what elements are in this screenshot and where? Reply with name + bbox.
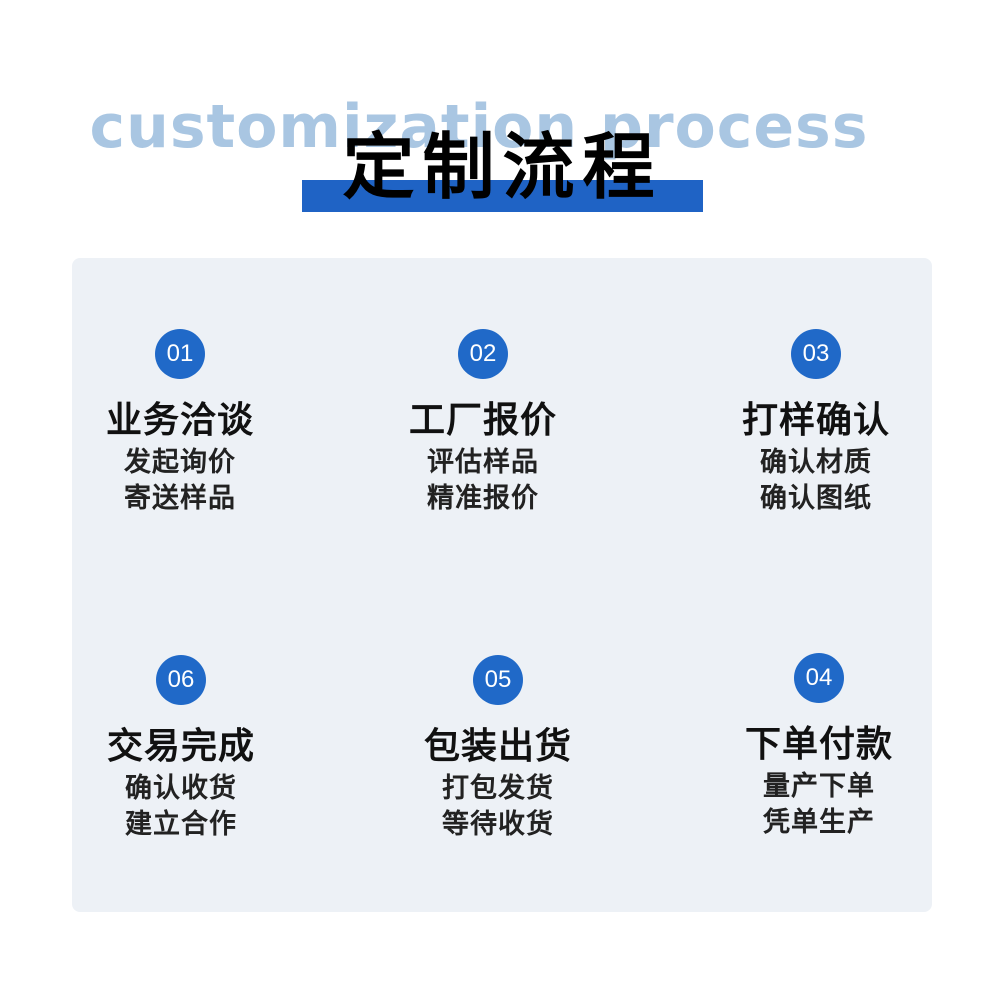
step-title: 包装出货 [423,726,572,767]
step-detail: 确认材质 [760,447,872,478]
step-title: 工厂报价 [408,400,557,441]
step-detail: 精准报价 [427,483,539,514]
step-number-badge: 04 [794,653,844,703]
step-title: 业务洽谈 [105,400,254,441]
background-english-title: customization process [89,92,869,162]
step-detail: 评估样品 [427,447,539,478]
step-number-badge: 03 [791,329,841,379]
step-transaction-complete: 06 交易完成 确认收货 建立合作 [61,655,301,843]
step-detail: 凭单生产 [763,807,875,838]
step-detail: 发起询价 [124,447,236,478]
step-order-payment: 04 下单付款 量产下单 凭单生产 [699,653,939,841]
step-number-badge: 01 [155,329,205,379]
step-detail: 确认收货 [125,773,237,804]
step-packing-shipping: 05 包装出货 打包发货 等待收货 [378,655,618,843]
step-business-negotiation: 01 业务洽谈 发起询价 寄送样品 [60,329,300,517]
step-number-badge: 02 [458,329,508,379]
step-title: 交易完成 [106,726,255,767]
step-detail: 建立合作 [125,809,237,840]
step-number-badge: 05 [473,655,523,705]
step-detail: 量产下单 [763,771,875,802]
step-sample-confirm: 03 打样确认 确认材质 确认图纸 [696,329,936,517]
page-title: 定制流程 [342,125,663,209]
step-detail: 确认图纸 [760,483,872,514]
step-title: 打样确认 [741,400,890,441]
step-detail: 等待收货 [442,809,554,840]
step-detail: 打包发货 [442,773,554,804]
step-number-badge: 06 [156,655,206,705]
step-title: 下单付款 [744,724,893,765]
step-factory-quote: 02 工厂报价 评估样品 精准报价 [363,329,603,517]
step-detail: 寄送样品 [124,483,236,514]
title-underline-bar [302,180,703,212]
